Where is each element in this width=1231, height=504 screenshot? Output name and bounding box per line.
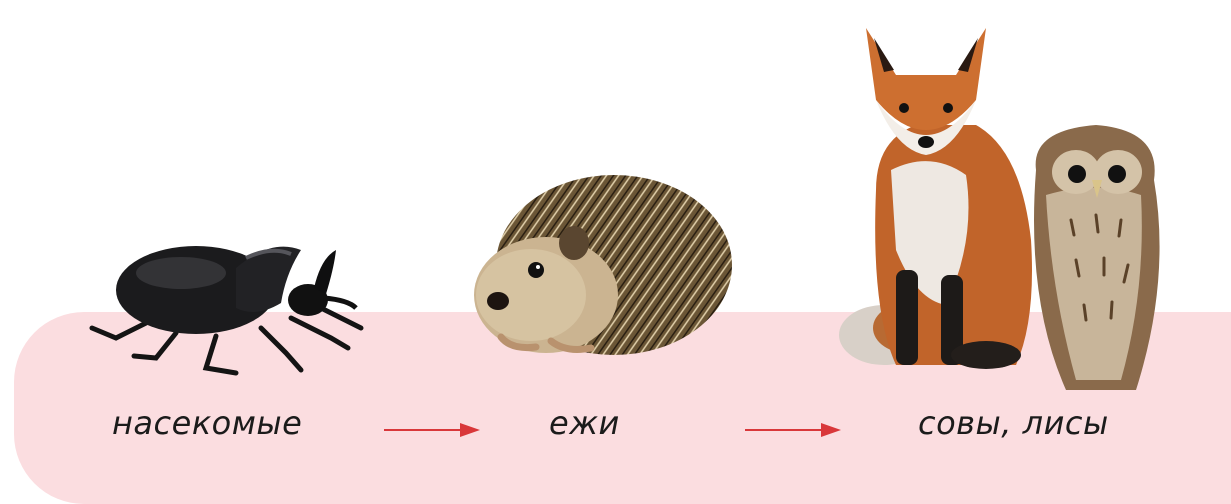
hedgehog-icon (456, 155, 736, 365)
stage-label-hedgehogs: ежи (549, 404, 620, 442)
arrow-right-icon (745, 420, 843, 440)
fox-and-owl-icon (836, 20, 1216, 400)
stage-label-owls-foxes: совы, лисы (918, 404, 1109, 442)
stage-label-insects: насекомые (112, 404, 302, 442)
beetle-icon (86, 228, 376, 378)
arrow-right-icon (384, 420, 482, 440)
